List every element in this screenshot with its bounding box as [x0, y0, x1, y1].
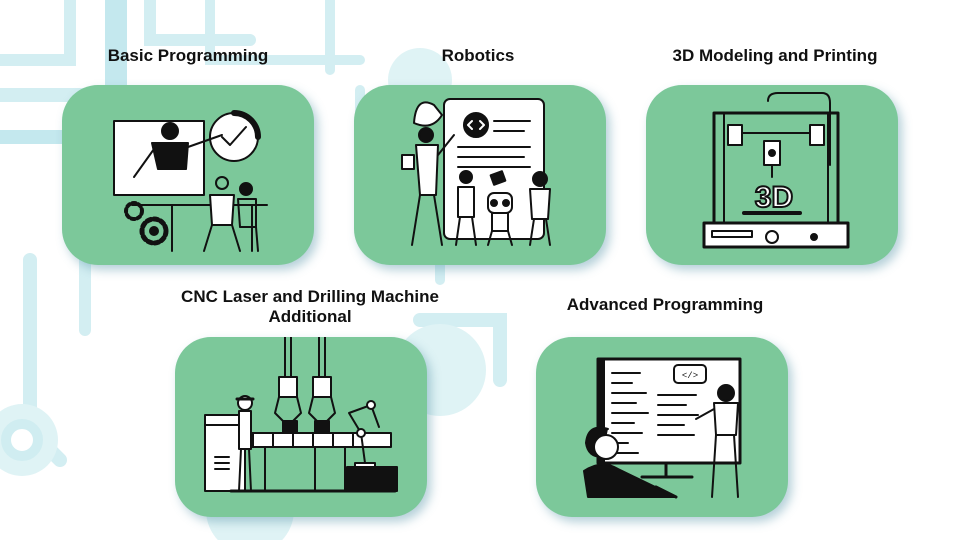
printer-3d-label: 3D [755, 181, 793, 214]
course-title-cnc: CNC Laser and Drilling Machine Additiona… [181, 287, 439, 326]
course-title-3d-modeling: 3D Modeling and Printing [672, 46, 878, 65]
course-title-basic-programming: Basic Programming [107, 46, 269, 65]
code-tag-label: </> [682, 371, 698, 381]
programming-teacher-icon [113, 110, 268, 252]
course-card-robotics[interactable] [354, 85, 606, 265]
course-card-3d-modeling[interactable]: 3D [646, 85, 898, 265]
course-card-cnc[interactable] [175, 337, 427, 517]
3d-printer-icon: 3D [702, 92, 850, 249]
course-card-basic-programming[interactable] [62, 85, 314, 265]
coding-screen-icon: </> [583, 357, 742, 499]
course-card-advanced-programming[interactable]: </> [536, 337, 788, 517]
course-title-robotics: Robotics [441, 46, 515, 65]
cnc-machine-icon [204, 337, 398, 493]
course-title-advanced-programming: Advanced Programming [566, 295, 764, 314]
robot-icon [401, 98, 551, 246]
